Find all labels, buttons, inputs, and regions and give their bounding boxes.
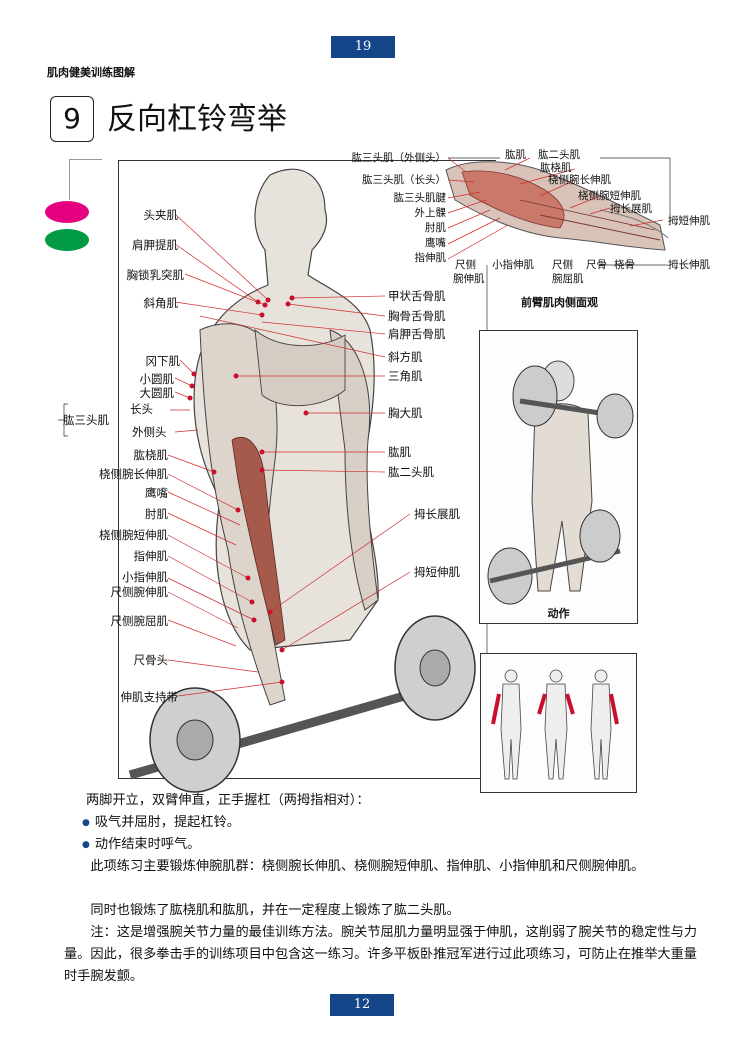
label-sternohyoid: 胸骨舌骨肌 — [388, 309, 446, 323]
forearm-label-epb: 拇短伸肌 — [668, 215, 710, 227]
forearm-label-ulnar-2: 尺侧 — [552, 259, 573, 271]
label-ecrl: 桡侧腕长伸肌 — [99, 467, 168, 481]
forearm-label-wrist-flexor: 腕屈肌 — [552, 273, 584, 285]
barbell-illustration — [128, 615, 476, 793]
forearm-label-olecranon: 鹰嘴 — [425, 237, 446, 249]
label-levator-scapulae: 肩胛提肌 — [132, 238, 178, 252]
bullet-inhale: 吸气并屈肘，提起杠铃。 — [82, 812, 240, 835]
label-teres-major: 大圆肌 — [139, 386, 175, 400]
action-inset: 动作 — [479, 330, 638, 624]
label-ulnar-head: 尺骨头 — [133, 653, 169, 667]
label-splenius: 头夹肌 — [143, 208, 179, 222]
forearm-illustration — [445, 161, 669, 251]
forearm-label-wrist-extensor: 腕伸肌 — [453, 273, 485, 285]
page-number-top: 19 — [331, 36, 395, 58]
label-fcu: 尺侧腕屈肌 — [110, 614, 169, 628]
forearm-label-biceps: 肱二头肌 — [538, 149, 580, 161]
forearm-label-lateral-epicondyle: 外上髁 — [414, 207, 447, 219]
bullet-exhale: 动作结束时呼气。 — [82, 834, 201, 857]
bullet-exhale-text: 动作结束时呼气。 — [94, 837, 201, 852]
forearm-label-apl: 拇长展肌 — [610, 203, 652, 215]
label-apl: 拇长展肌 — [414, 507, 460, 521]
legend-magenta-dot — [45, 201, 89, 223]
label-infraspinatus: 冈下肌 — [145, 354, 181, 368]
label-thyrohyoid: 甲状舌骨肌 — [388, 289, 446, 303]
page-number-bottom: 12 — [330, 994, 394, 1016]
forearm-label-brachioradialis: 肱桡肌 — [540, 162, 572, 174]
label-scalenes: 斜角肌 — [143, 296, 179, 310]
label-olecranon: 鹰嘴 — [145, 486, 168, 500]
figures-inset — [480, 653, 637, 793]
label-long-head: 长头 — [130, 402, 153, 416]
action-caption: 动作 — [547, 607, 570, 620]
forearm-label-anconeus: 肘肌 — [425, 222, 446, 234]
label-sternocleidomastoid: 胸锁乳突肌 — [126, 268, 185, 282]
forearm-label-radius: 桡骨 — [614, 259, 635, 271]
forearm-label-ulna: 尺骨 — [586, 259, 607, 271]
label-deltoid: 三角肌 — [388, 369, 423, 383]
forearm-label-epl: 拇长伸肌 — [668, 259, 710, 271]
label-brachioradialis: 肱桡肌 — [133, 448, 169, 462]
forearm-label-brachialis: 肱肌 — [505, 149, 526, 161]
label-omohyoid: 肩胛舌骨肌 — [388, 327, 446, 341]
leader-lines-left — [167, 213, 283, 697]
main-illustration-frame — [118, 160, 496, 779]
action-illustration — [487, 360, 634, 605]
label-triceps: 肱三头肌 — [63, 413, 109, 427]
label-biceps: 肱二头肌 — [388, 465, 434, 479]
bullet-inhale-text: 吸气并屈肘，提起杠铃。 — [94, 815, 240, 830]
section-number: 9 — [50, 96, 94, 142]
forearm-brackets — [58, 157, 671, 653]
label-epb: 拇短伸肌 — [414, 565, 460, 579]
forearm-label-ecrl: 桡侧腕长伸肌 — [548, 174, 611, 186]
leader-lines-right — [199, 295, 411, 651]
label-ecrb: 桡侧腕短伸肌 — [99, 528, 168, 542]
forearm-label-edm: 小指伸肌 — [492, 259, 534, 271]
label-extensor-retinaculum: 伸肌支持带 — [120, 690, 179, 704]
figures-illustration — [491, 669, 619, 780]
forearm-label-ecrb: 桡侧腕短伸肌 — [578, 190, 641, 202]
forearm-label-triceps-lateral: 肱三头肌（外侧头） — [351, 152, 447, 164]
paragraph-setup: 两脚开立，双臂伸直，正手握杠（两拇指相对）： — [86, 793, 370, 808]
forearm-label-triceps-tendon: 肱三头肌腱 — [393, 192, 447, 204]
label-anconeus: 肘肌 — [145, 507, 168, 521]
label-brachialis: 肱肌 — [388, 445, 411, 459]
legend-bracket — [69, 159, 102, 200]
book-title: 肌肉健美训练图解 — [47, 66, 135, 79]
section-title: 反向杠铃弯举 — [107, 102, 287, 137]
paragraph-primary-muscles: 此项练习主要锻炼伸腕肌群：桡侧腕长伸肌、桡侧腕短伸肌、指伸肌、小指伸肌和尺侧腕伸… — [90, 859, 645, 874]
forearm-label-triceps-long: 肱三头肌（长头） — [362, 174, 446, 186]
label-lateral-head: 外侧头 — [132, 425, 167, 439]
forearm-label-extensor-digitorum: 指伸肌 — [414, 252, 447, 264]
label-edm: 小指伸肌 — [122, 570, 168, 584]
legend-green-dot — [45, 229, 89, 251]
paragraph-note: 注：这是增强腕关节力量的最佳训练方法。腕关节屈肌力量明显强于伸肌，这削弱了腕关节… — [64, 925, 698, 984]
label-trapezius: 斜方肌 — [388, 350, 423, 364]
label-teres-minor: 小圆肌 — [139, 372, 175, 386]
label-extensor-digitorum: 指伸肌 — [133, 549, 169, 563]
label-pectoralis-major: 胸大肌 — [388, 406, 423, 420]
forearm-label-ulnar-1: 尺侧 — [455, 259, 476, 271]
paragraph-secondary-muscles: 同时也锻炼了肱桡肌和肱肌，并在一定程度上锻炼了肱二头肌。 — [90, 903, 460, 918]
muscle-markers — [187, 295, 309, 685]
leader-lines-forearm — [447, 157, 664, 260]
label-ecu: 尺侧腕伸肌 — [110, 585, 169, 599]
body-illustration — [193, 168, 379, 706]
forearm-caption: 前臂肌肉侧面观 — [521, 296, 598, 309]
